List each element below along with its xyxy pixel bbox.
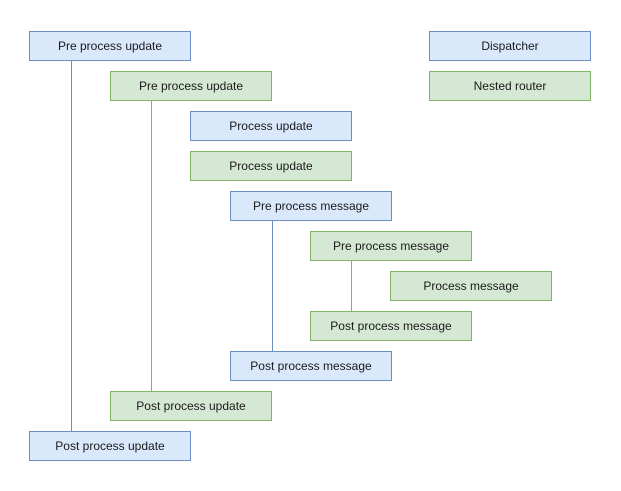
node-label: Post process update bbox=[136, 399, 246, 413]
node-label: Nested router bbox=[473, 79, 547, 93]
node-label: Dispatcher bbox=[481, 39, 539, 53]
flow-node[interactable]: Pre process message bbox=[230, 191, 392, 221]
node-label: Pre process update bbox=[138, 79, 244, 93]
node-label: Post process message bbox=[250, 359, 372, 373]
flow-node[interactable]: Process update bbox=[190, 151, 352, 181]
node-label: Process message bbox=[423, 279, 519, 293]
connector-line bbox=[71, 61, 72, 431]
flow-node[interactable]: Process update bbox=[190, 111, 352, 141]
node-label: Pre process message bbox=[332, 239, 450, 253]
connector-line bbox=[272, 221, 273, 351]
node-label: Post process update bbox=[55, 439, 165, 453]
legend-item[interactable]: Dispatcher bbox=[429, 31, 591, 61]
flow-node[interactable]: Post process message bbox=[230, 351, 392, 381]
node-label: Pre process message bbox=[252, 199, 370, 213]
flow-node[interactable]: Post process update bbox=[110, 391, 272, 421]
node-label: Process update bbox=[229, 119, 313, 133]
node-label: Post process message bbox=[330, 319, 452, 333]
connector-line bbox=[351, 261, 352, 311]
node-label: Process update bbox=[229, 159, 313, 173]
legend-item[interactable]: Nested router bbox=[429, 71, 591, 101]
flow-node[interactable]: Pre process message bbox=[310, 231, 472, 261]
connector-line bbox=[151, 101, 152, 391]
flow-node[interactable]: Process message bbox=[390, 271, 552, 301]
node-label: Pre process update bbox=[57, 39, 163, 53]
flow-node[interactable]: Post process message bbox=[310, 311, 472, 341]
flow-node[interactable]: Pre process update bbox=[29, 31, 191, 61]
flow-node[interactable]: Post process update bbox=[29, 431, 191, 461]
flow-node[interactable]: Pre process update bbox=[110, 71, 272, 101]
